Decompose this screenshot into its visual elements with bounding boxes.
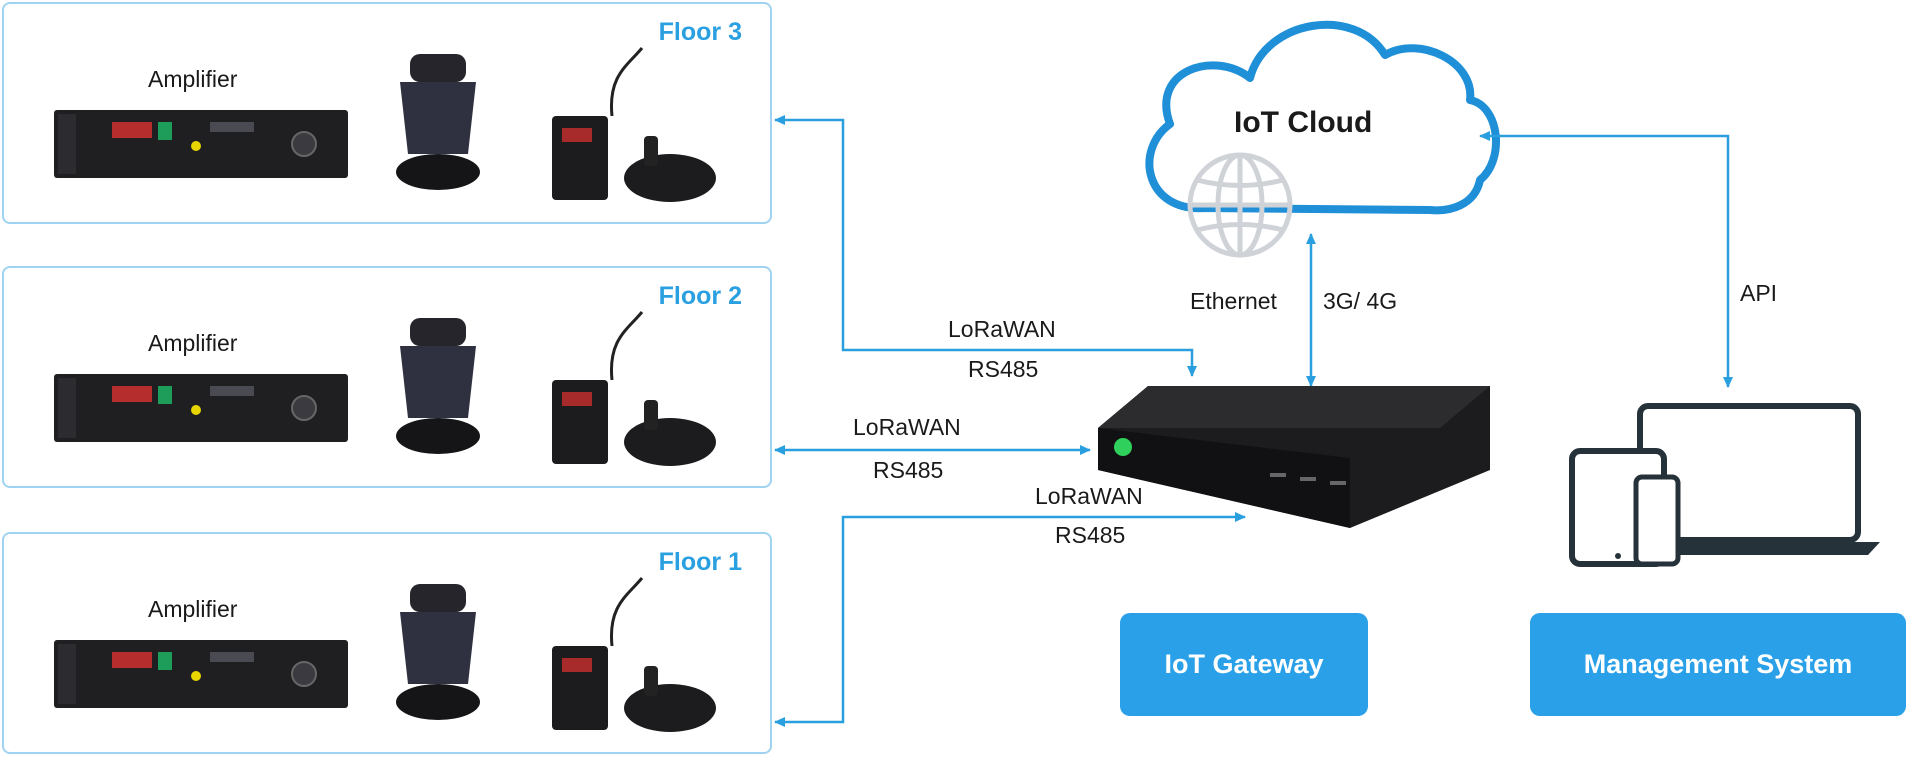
cellular-label: 3G/ 4G [1323,288,1398,314]
link-floor2-bus: RS485 [873,457,944,483]
link-floor3 [774,115,1197,377]
management-system-button[interactable]: Management System [1530,613,1906,716]
link-floor1-protocol: LoRaWAN [1035,483,1143,509]
phone-icon [1633,474,1681,567]
speaker-icon [396,54,480,190]
gateway-device [1098,386,1490,528]
link-cloud-management [1479,131,1733,388]
floor-title: Floor 3 [658,18,742,46]
speaker-icon [396,318,480,454]
link-floor3-protocol: LoRaWAN [948,316,1056,342]
microphone-station-icon [552,577,716,732]
floor-1-box: Floor 1 Amplifier [2,532,772,754]
api-label: API [1740,280,1778,306]
floor-2-box: Floor 2 Amplifier [2,266,772,488]
amplifier-icon [54,110,348,178]
amplifier-label: Amplifier [148,66,238,92]
laptop-icon [1596,403,1880,555]
amplifier-label: Amplifier [148,330,238,356]
cloud-title: IoT Cloud [1234,106,1373,139]
power-led-icon [1114,438,1132,456]
link-floor1 [774,512,1246,727]
floor-title: Floor 2 [658,282,742,310]
speaker-icon [396,584,480,720]
link-floor3-bus: RS485 [968,356,1039,382]
link-floor2-protocol: LoRaWAN [853,414,961,440]
floor-3-box: Floor 3 Amplifier [2,2,772,224]
amplifier-icon [54,640,348,708]
microphone-station-icon [552,311,716,466]
microphone-station-icon [552,47,716,202]
ethernet-label: Ethernet [1190,288,1277,314]
amplifier-label: Amplifier [148,596,238,622]
floor-title: Floor 1 [658,548,742,576]
link-floor1-bus: RS485 [1055,522,1126,548]
amplifier-icon [54,374,348,442]
globe-icon [1190,155,1290,255]
iot-gateway-button[interactable]: IoT Gateway [1120,613,1368,716]
